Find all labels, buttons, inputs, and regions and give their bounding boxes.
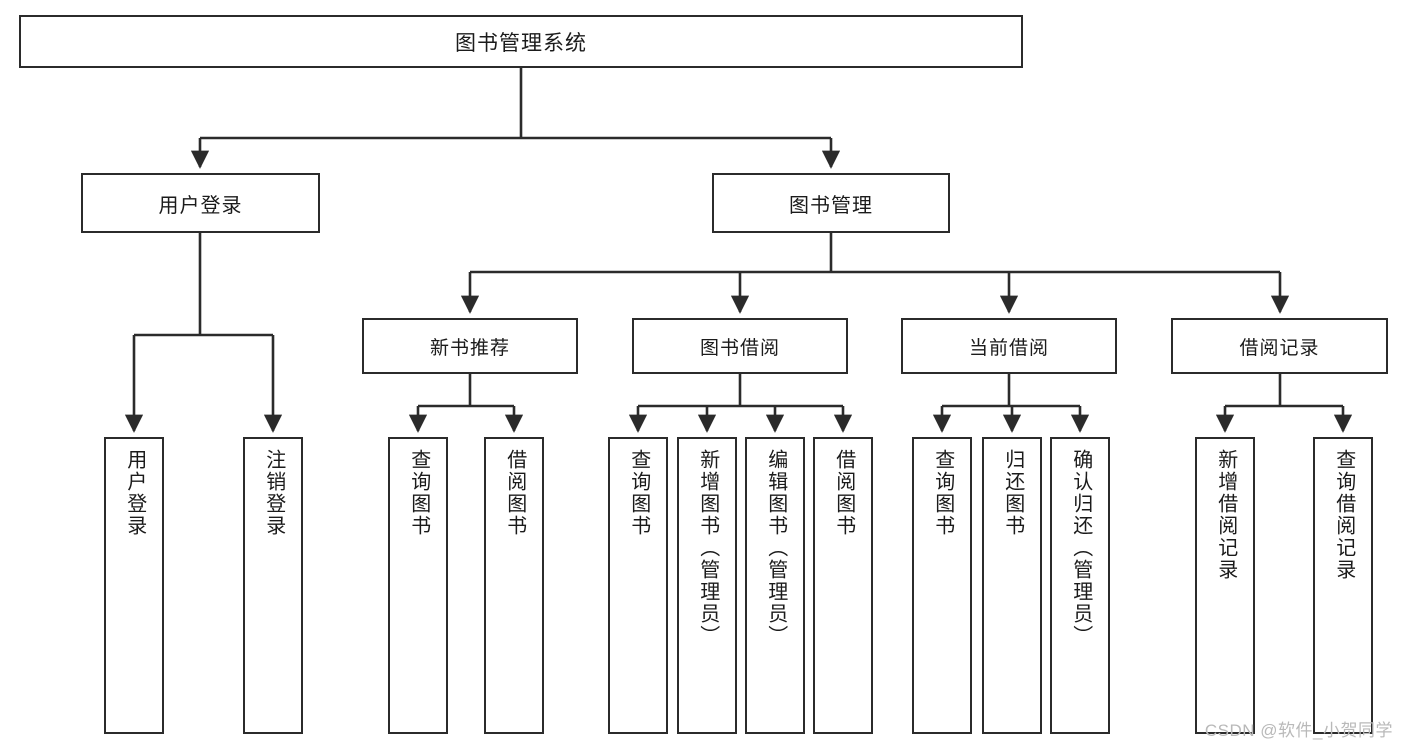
leaf-query-borrow-record-label: 查询借阅记录 xyxy=(1332,449,1355,581)
node-user-login-label: 用户登录 xyxy=(158,194,243,217)
leaf-edit-book-admin-label: 编辑图书（管理员） xyxy=(764,449,787,647)
leaf-borrow-book-new[interactable]: 借阅图书 xyxy=(484,437,544,734)
leaf-query-book-new-label: 查询图书 xyxy=(407,449,430,537)
node-book-borrowing[interactable]: 图书借阅 xyxy=(632,318,848,374)
node-book-borrowing-label: 图书借阅 xyxy=(699,337,780,359)
node-borrow-records[interactable]: 借阅记录 xyxy=(1171,318,1388,374)
leaf-add-book-admin-label: 新增图书（管理员） xyxy=(696,449,719,647)
node-current-borrowing[interactable]: 当前借阅 xyxy=(901,318,1117,374)
leaf-add-book-admin[interactable]: 新增图书（管理员） xyxy=(677,437,737,734)
leaf-edit-book-admin[interactable]: 编辑图书（管理员） xyxy=(745,437,805,734)
leaf-user-logout-label: 注销登录 xyxy=(262,449,285,537)
leaf-borrow-book-label: 借阅图书 xyxy=(832,449,855,537)
leaf-user-logout[interactable]: 注销登录 xyxy=(243,437,303,734)
leaf-query-book-new[interactable]: 查询图书 xyxy=(388,437,448,734)
leaf-add-borrow-record-label: 新增借阅记录 xyxy=(1214,449,1237,581)
node-user-login[interactable]: 用户登录 xyxy=(81,173,320,233)
node-root[interactable]: 图书管理系统 xyxy=(19,15,1023,68)
leaf-query-book-current[interactable]: 查询图书 xyxy=(912,437,972,734)
leaf-borrow-book-new-label: 借阅图书 xyxy=(503,449,526,537)
leaf-query-borrow-record[interactable]: 查询借阅记录 xyxy=(1313,437,1373,734)
leaf-confirm-return-admin[interactable]: 确认归还（管理员） xyxy=(1050,437,1110,734)
node-root-label: 图书管理系统 xyxy=(455,31,587,55)
leaf-return-book-label: 归还图书 xyxy=(1001,449,1024,537)
leaf-return-book[interactable]: 归还图书 xyxy=(982,437,1042,734)
watermark: CSDN @软件_小贺同学 xyxy=(1204,721,1393,740)
leaf-query-book-current-label: 查询图书 xyxy=(931,449,954,537)
leaf-borrow-book[interactable]: 借阅图书 xyxy=(813,437,873,734)
leaf-query-book-borrow-label: 查询图书 xyxy=(627,449,650,537)
leaf-user-login-label: 用户登录 xyxy=(123,449,146,537)
leaf-confirm-return-admin-label: 确认归还（管理员） xyxy=(1069,449,1092,647)
node-book-management-label: 图书管理 xyxy=(789,194,873,217)
node-borrow-records-label: 借阅记录 xyxy=(1239,337,1320,359)
node-book-management[interactable]: 图书管理 xyxy=(712,173,950,233)
node-new-book-recommendation[interactable]: 新书推荐 xyxy=(362,318,578,374)
node-new-book-recommendation-label: 新书推荐 xyxy=(429,337,510,359)
node-current-borrowing-label: 当前借阅 xyxy=(968,337,1049,359)
leaf-user-login[interactable]: 用户登录 xyxy=(104,437,164,734)
leaf-add-borrow-record[interactable]: 新增借阅记录 xyxy=(1195,437,1255,734)
leaf-query-book-borrow[interactable]: 查询图书 xyxy=(608,437,668,734)
